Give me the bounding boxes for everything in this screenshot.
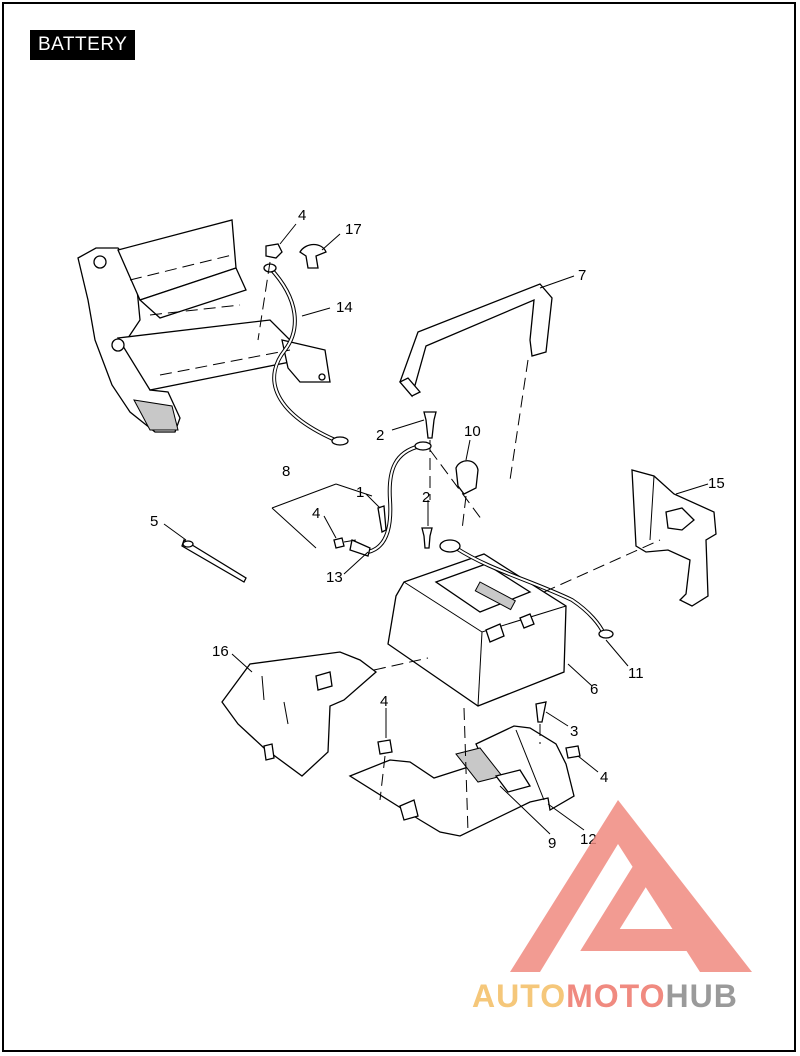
callout-4: 4 xyxy=(298,207,306,224)
positive-cable-13 xyxy=(349,441,432,557)
callout-7: 7 xyxy=(578,267,586,284)
nut-4-right xyxy=(565,745,581,759)
nut-4-top xyxy=(265,243,283,259)
callout-4: 4 xyxy=(600,769,608,786)
side-panel-16 xyxy=(221,651,429,777)
watermark-moto: MOTO xyxy=(566,978,666,1014)
watermark-brand: AUTOMOTOHUB xyxy=(472,978,738,1015)
callout-17: 17 xyxy=(345,221,362,238)
callout-9: 9 xyxy=(548,835,556,852)
callout-13: 13 xyxy=(326,569,343,586)
callout-1: 1 xyxy=(356,484,364,501)
callout-4: 4 xyxy=(312,505,320,522)
callout-11: 11 xyxy=(628,665,644,682)
callout-5: 5 xyxy=(150,513,158,530)
watermark-logo-icon xyxy=(510,800,752,972)
screw-3 xyxy=(535,701,547,744)
battery-6 xyxy=(387,553,567,707)
callout-4: 4 xyxy=(380,693,388,710)
negative-cable-11 xyxy=(429,449,614,639)
screw-2-lower xyxy=(421,527,433,549)
callout-16: 16 xyxy=(212,643,229,660)
terminal-cover-10 xyxy=(455,460,479,531)
callout-14: 14 xyxy=(336,299,353,316)
leader-lines xyxy=(163,223,709,835)
kit-8 xyxy=(271,483,387,549)
section-title: BATTERY xyxy=(30,30,136,60)
callout-10: 10 xyxy=(464,423,481,440)
callout-2: 2 xyxy=(422,489,430,506)
bracket-15 xyxy=(543,469,717,607)
cable-strap-5 xyxy=(181,539,247,583)
callout-2: 2 xyxy=(376,427,384,444)
callout-15: 15 xyxy=(708,475,725,492)
callout-8: 8 xyxy=(282,463,290,480)
watermark-hub: HUB xyxy=(665,978,738,1014)
callout-6: 6 xyxy=(590,681,598,698)
fastener-17 xyxy=(299,243,327,269)
callout-3: 3 xyxy=(570,723,578,740)
nut-4-center xyxy=(377,739,393,801)
frame-section xyxy=(77,219,331,433)
callout-labels: 4 17 7 14 2 10 8 15 1 2 4 5 13 16 11 6 4… xyxy=(150,207,725,852)
battery-strap-7 xyxy=(398,283,553,481)
watermark-auto: AUTO xyxy=(472,978,567,1014)
battery-tray-12 xyxy=(348,707,575,837)
ground-cable-14 xyxy=(257,261,349,446)
battery-cells xyxy=(474,581,516,611)
